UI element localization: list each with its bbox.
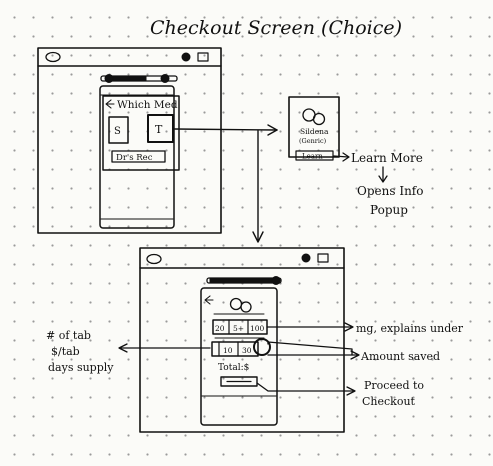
- pill-icon-second: [312, 112, 326, 126]
- which-med-label: Which Med: [117, 99, 178, 111]
- qty-selector: [211, 341, 259, 357]
- progress-knob-right: [160, 74, 170, 83]
- phone-outline: [99, 85, 175, 229]
- minimize-dot-icon: [181, 52, 191, 62]
- checkout-button[interactable]: [220, 376, 258, 387]
- option-s-button[interactable]: [108, 116, 129, 144]
- arrow-head: [344, 322, 354, 332]
- arrow-head: [342, 152, 350, 162]
- phone-outline: [200, 287, 278, 426]
- pill-icon: [229, 297, 243, 311]
- dose-option[interactable]: 20: [215, 324, 225, 333]
- arrow-to-learn-more: [333, 155, 349, 158]
- arrow-to-savings-note: [267, 341, 353, 356]
- option-s-label: S: [114, 126, 121, 137]
- browser-frame: [139, 247, 345, 433]
- proceed-note: Proceed to: [364, 379, 424, 392]
- dose-option[interactable]: 100: [250, 324, 265, 333]
- price-per-tab-note: $/tab: [51, 345, 80, 358]
- top-browser-window: Which Med S T Dr's Rec: [37, 47, 222, 234]
- total-label: Total:$: [218, 363, 249, 373]
- qty-option[interactable]: 10: [223, 346, 233, 355]
- back-arrow-icon: [204, 295, 214, 305]
- arrow-head: [118, 343, 128, 353]
- progress-fill: [112, 75, 147, 82]
- window-control-icon: [45, 51, 61, 63]
- back-arrow-icon: [105, 99, 115, 109]
- amount-saved-note: Amount saved: [360, 350, 440, 363]
- tab-count-note: # of tab: [46, 329, 91, 342]
- learn-button-label: Learn: [302, 153, 323, 161]
- pill-icon-second: [240, 301, 252, 313]
- option-t-label: T: [155, 123, 163, 136]
- progress-fill: [209, 277, 279, 284]
- med-generic-label: (Genric): [299, 137, 327, 145]
- med-choice-modal: [102, 95, 180, 171]
- arrow-to-checkout-note: [256, 382, 355, 392]
- sketch-title: Checkout Screen (Choice): [150, 17, 402, 39]
- learn-more-note: Learn More: [351, 151, 423, 165]
- dose-option[interactable]: 5+: [233, 324, 244, 333]
- checkout-note: Checkout: [362, 395, 416, 408]
- doctor-rec-button[interactable]: [111, 150, 166, 163]
- progress-knob-left: [104, 74, 114, 83]
- arrow-head: [378, 175, 388, 183]
- arrow-to-med-card: [174, 128, 278, 131]
- med-card-frame: [288, 96, 340, 158]
- days-supply-note: days supply: [48, 361, 114, 374]
- mg-note: mg, explains under: [356, 322, 464, 335]
- popup-note: Popup: [370, 203, 408, 217]
- med-info-card: Sildena (Genric) Learn: [288, 96, 340, 161]
- arrow-head: [252, 231, 264, 243]
- arrow-head: [350, 350, 360, 360]
- browser-frame: [37, 47, 222, 234]
- arrow-head: [267, 124, 278, 136]
- option-t-button[interactable]: [147, 114, 174, 143]
- opens-info-note: Opens Info: [357, 184, 423, 198]
- window-control-icon: [146, 253, 162, 265]
- bottom-browser-window: 20 5+ 100 10 30 Total:$: [139, 247, 345, 433]
- minimize-dot-icon: [301, 253, 311, 263]
- savings-circle: [253, 338, 271, 356]
- learn-button[interactable]: [295, 150, 334, 161]
- doctor-rec-label: Dr's Rec: [116, 153, 153, 163]
- maximize-box-icon: [317, 253, 329, 263]
- progress-knob: [271, 276, 281, 285]
- arrow-head: [346, 386, 356, 396]
- qty-option[interactable]: 30: [242, 346, 252, 355]
- maximize-box-icon: [197, 52, 209, 62]
- med-name: Sildena: [300, 127, 329, 136]
